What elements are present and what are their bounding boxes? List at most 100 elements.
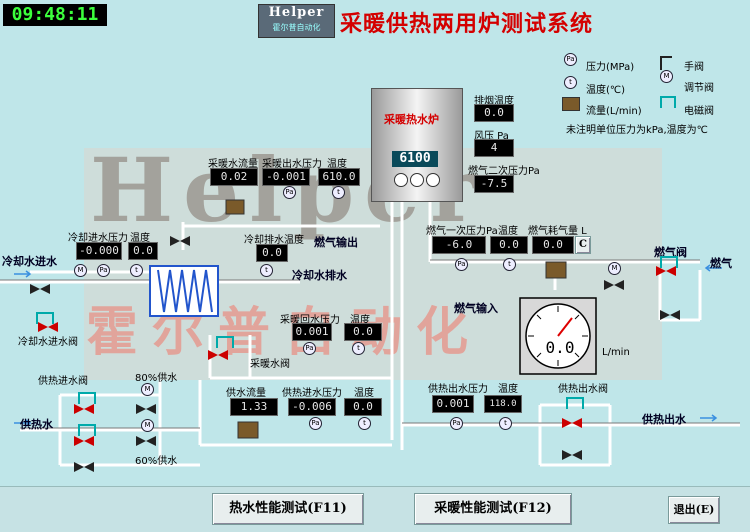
supply-80-label: 80%供水 — [135, 373, 178, 384]
supply-60-regulating-valve-icon[interactable]: M — [141, 419, 154, 432]
supply-out-pressure-label: 供热出水压力 — [428, 384, 488, 395]
heating-return-pressure-icon: Pa — [303, 342, 316, 355]
boiler-label: 采暖热水炉 — [384, 113, 439, 126]
gas-input-label: 燃气输入 — [454, 302, 498, 315]
cooling-in-pressure-value: -0.000 — [76, 242, 122, 260]
heating-return-temp-value: 0.0 — [344, 323, 382, 341]
supply-out-water-label: 供热出水 — [642, 413, 686, 426]
legend-solenoid-valve: 电磁阀 — [684, 106, 714, 117]
cooling-drain-label: 冷却水排水 — [292, 269, 347, 282]
gas-secondary-pressure-label: 燃气二次压力Pa — [468, 166, 540, 177]
gas-consumption-label: 燃气耗气量 L — [528, 226, 587, 237]
boiler-knob-center-icon — [410, 173, 424, 187]
boiler-code-display: 6100 — [392, 151, 438, 167]
heating-out-pressure-label: 采暖出水压力 — [262, 159, 322, 170]
supply-out-solenoid-valve[interactable] — [566, 397, 584, 409]
heating-out-temp-icon: t — [332, 186, 345, 199]
legend-regulating-valve: 调节阀 — [684, 83, 714, 94]
heating-out-temp-label: 温度 — [327, 159, 347, 170]
gas-temp-value: 0.0 — [490, 236, 528, 254]
temperature-legend-icon: t — [564, 76, 577, 89]
legend-flow: 流量(L/min) — [586, 106, 642, 117]
legend: Pa 压力(MPa) t 温度(℃) 流量(L/min) 手阀 M 调节阀 电磁… — [560, 52, 746, 136]
heating-solenoid-valve[interactable] — [216, 336, 234, 348]
gas-regulating-valve-icon[interactable]: M — [608, 262, 621, 275]
heating-out-pressure-icon: Pa — [283, 186, 296, 199]
supply-water-label: 供热水 — [20, 418, 53, 431]
supply-out-valve-label: 供热出水阀 — [558, 384, 608, 395]
cooling-drain-temp-value: 0.0 — [256, 244, 288, 262]
legend-pressure: 压力(MPa) — [586, 62, 635, 73]
cooling-in-temp-icon: t — [130, 264, 143, 277]
supply-in-temp-icon: t — [358, 417, 371, 430]
gas-output-label: 燃气输出 — [314, 236, 358, 249]
supply-flow-label: 供水流量 — [226, 388, 266, 399]
cooling-solenoid-valve[interactable] — [36, 312, 54, 324]
supply-in-pressure-value: -0.006 — [288, 398, 336, 416]
page-title: 采暖供热两用炉测试系统 — [340, 12, 594, 37]
regulating-valve-legend-icon: M — [660, 70, 673, 83]
legend-note: 未注明单位压力为kPa,温度为℃ — [566, 125, 708, 136]
supply-out-pressure-value: 0.001 — [432, 395, 474, 413]
supply-in-solenoid-valve-1[interactable] — [78, 392, 96, 404]
pressure-legend-icon: Pa — [564, 53, 577, 66]
heating-out-temp-value: 610.0 — [318, 168, 360, 186]
exhaust-temp-value: 0.0 — [474, 104, 514, 122]
heating-return-temp-label: 温度 — [350, 315, 370, 326]
heating-return-temp-icon: t — [352, 342, 365, 355]
legend-manual-valve: 手阀 — [684, 62, 704, 73]
wind-pressure-value: 4 — [474, 139, 514, 157]
heating-return-pressure-value: 0.001 — [292, 323, 332, 341]
gas-supply-label: 燃气 — [710, 257, 732, 270]
gas-solenoid-valve[interactable] — [660, 256, 678, 268]
supply-80-regulating-valve-icon[interactable]: M — [141, 383, 154, 396]
supply-out-temp-label: 温度 — [498, 384, 518, 395]
flow-legend-icon — [562, 97, 580, 111]
wind-pressure-label: 风压 Pa — [474, 131, 509, 142]
manual-valve-legend-icon — [660, 56, 672, 70]
cooling-in-pressure-label: 冷却进水压力 — [68, 233, 128, 244]
gas-p1-pressure-icon: Pa — [455, 258, 468, 271]
logo-sub: 霍尔普自动化 — [272, 23, 321, 32]
clock-display: 09:48:11 — [3, 4, 107, 26]
supply-in-temp-label: 温度 — [354, 388, 374, 399]
cooling-in-valve-label: 冷却水进水阀 — [18, 337, 78, 348]
boiler: 采暖热水炉 6100 — [371, 88, 463, 202]
gas-p1-value: -6.0 — [432, 236, 486, 254]
cooling-regulating-valve-icon[interactable]: M — [74, 264, 87, 277]
logo-name: Helper — [268, 5, 325, 20]
boiler-knob-left-icon — [394, 173, 408, 187]
exhaust-temp-label: 排烟温度 — [474, 96, 514, 107]
heating-flow-label: 采暖水流量 — [208, 159, 258, 170]
cooling-in-temp-value: 0.0 — [128, 242, 158, 260]
gas-p1-label: 燃气一次压力Pa — [426, 226, 498, 237]
cooling-drain-temp-icon: t — [260, 264, 273, 277]
exit-button[interactable]: 退出(E) — [668, 496, 720, 524]
supply-in-pressure-icon: Pa — [309, 417, 322, 430]
supply-out-pressure-icon: Pa — [450, 417, 463, 430]
hot-water-test-button[interactable]: 热水性能测试(F11) — [212, 493, 364, 525]
cooling-in-water-label: 冷却水进水 — [2, 255, 57, 268]
supply-in-valve-label: 供热进水阀 — [38, 376, 88, 387]
cooling-in-temp-label: 温度 — [130, 233, 150, 244]
gas-consumption-value: 0.0 — [532, 236, 574, 254]
supply-in-temp-value: 0.0 — [344, 398, 382, 416]
heating-return-pressure-label: 采暖回水压力 — [280, 315, 340, 326]
supply-out-temp-value: 118.0 — [484, 395, 522, 413]
helper-logo: Helper 霍尔普自动化 — [258, 4, 335, 38]
supply-in-solenoid-valve-2[interactable] — [78, 424, 96, 436]
solenoid-valve-legend-icon — [660, 96, 676, 108]
gas-temp-label: 温度 — [498, 226, 518, 237]
legend-temperature: 温度(℃) — [586, 85, 626, 96]
supply-out-temp-icon: t — [499, 417, 512, 430]
supply-in-pressure-label: 供热进水压力 — [282, 388, 342, 399]
heating-flow-value: 0.02 — [210, 168, 258, 186]
gas-valve-label: 燃气阀 — [654, 246, 687, 259]
gas-consumption-clear-button[interactable]: C — [575, 236, 591, 254]
boiler-knob-right-icon — [426, 173, 440, 187]
gas-meter-unit: L/min — [602, 347, 630, 358]
heating-test-button[interactable]: 采暖性能测试(F12) — [414, 493, 572, 525]
bottom-bar — [0, 486, 750, 532]
gas-meter-reading: 0.0 — [545, 338, 575, 357]
